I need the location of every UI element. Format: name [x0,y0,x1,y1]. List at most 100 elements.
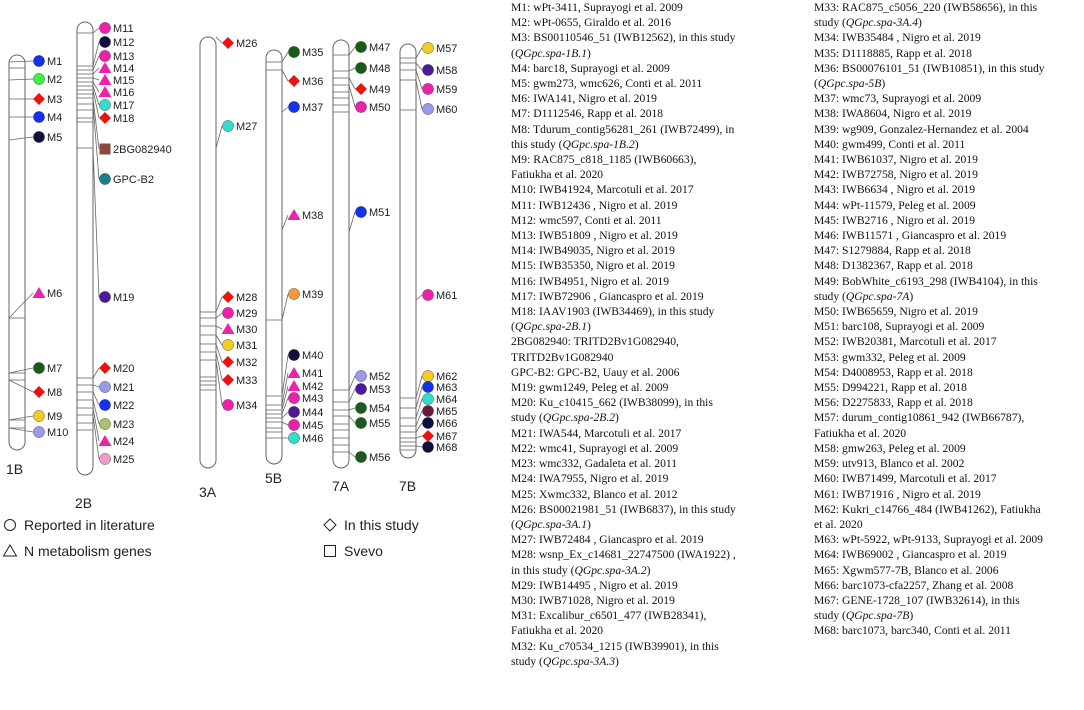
reference-line: M20: Ku_c10415_662 (IWB38099), in this [511,396,713,410]
diamond-legend-icon [323,518,337,532]
chromosome-2B: M11M12M13M14M15M16M17M182BG082940GPC-B2M… [75,21,172,511]
reference-line: M18: IAAV1903 (IWB34469), in this study [511,305,715,319]
circle-marker-m66 [422,417,434,429]
reference-line: M49: BobWhite_c6193_298 (IWB4104), in th… [814,274,1038,288]
circle-marker-m50 [355,101,367,113]
diamond-marker-m36 [288,75,300,87]
reference-line: M51: barc108, Suprayogi et al. 2009 [814,320,985,334]
circle-marker-m64 [422,393,434,405]
marker-label: M3 [47,94,62,106]
marker-connector [281,293,289,321]
marker-connector [281,51,289,63]
marker-connector [92,41,100,67]
marker-label: M43 [302,393,323,405]
marker-label: M16 [113,87,134,99]
reference-line: (QGpc.spa-5B) [814,77,886,91]
circle-marker-m7 [33,362,45,374]
circle-marker-m31 [222,339,234,351]
marker-connector [92,81,100,93]
reference-list-right: M33: RAC875_c5056_220 (IWB58656), in thi… [814,0,1082,639]
chromosome-bar [265,49,283,465]
circle-marker-m10 [33,426,45,438]
marker-label: M11 [113,23,134,35]
triangle-marker-m42 [287,380,301,391]
circle-marker-m65 [422,405,434,417]
marker-connector [348,375,356,391]
reference-line: M36: BS00076101_51 (IWB10851), in this s… [814,61,1045,75]
reference-line: M17: IWB72906 , Giancaspro et al. 2019 [511,289,704,303]
triangle-marker-m38 [287,209,301,220]
reference-line: M41: IWB61037, Nigro et al. 2019 [814,153,978,167]
marker-connector [92,147,100,298]
reference-line: this study (QGpc.spa-1B.2) [511,137,639,151]
marker-connector [215,334,223,346]
marker-connector [92,367,100,379]
reference-line: M50: IWB65659, Nigro et al. 2019 [814,305,978,319]
diamond-marker-m18 [99,112,111,124]
marker-connector [92,55,100,71]
circle-marker-m45 [288,419,300,431]
reference-line: M1: wPt-3411, Suprayogi et al. 2009 [511,1,683,14]
triangle-legend-icon [2,544,18,557]
reference-line: M28: wsnp_Ex_c14681_22747500 (IWA1922) , [511,548,736,562]
marker-label: M38 [302,210,323,222]
circle-marker-m4 [33,111,45,123]
diamond-marker-m26 [222,37,234,49]
reference-line: M57: durum_contig10861_942 (IWB66787), [814,411,1025,425]
reference-line: M7: D1112546, Rapp et al. 2018 [511,107,664,121]
reference-line: M66: barc1073-cfa2257, Zhang et al. 2008 [814,578,1014,592]
reference-line: M12: wmc597, Conti et al. 2011 [511,213,662,227]
reference-line: M56: D2275833, Rapp et al. 2018 [814,396,973,410]
marker-connector [415,79,423,110]
reference-line: M21: IWA544, Marcotuli et al. 2017 [511,426,682,440]
marker-connector [415,422,423,433]
circle-marker-m58 [422,64,434,76]
reference-line: 2BG082940: TRITD2Bv1G082940, [511,335,679,349]
marker-connector [92,399,100,425]
diamond-marker-m3 [33,93,45,105]
reference-line: M58: gmw263, Peleg et al. 2009 [814,441,966,455]
circle-marker-gpc-b2 [99,173,111,185]
marker-connector [415,398,423,419]
marker-label: M24 [113,436,134,448]
reference-line: M24: IWA7955, Nigro et al. 2019 [511,472,669,486]
reference-line: M27: IWB72484 , Giancaspro et al. 2019 [511,533,704,547]
triangle-marker-m14 [98,62,112,73]
marker-label: 2BG082940 [113,144,172,156]
marker-label: M22 [113,400,134,412]
marker-connector [415,375,423,399]
circle-marker-m59 [422,83,434,95]
marker-connector [8,427,34,433]
circle-marker-m44 [288,406,300,418]
circle-marker-m55 [355,417,367,429]
circle-marker-m1 [33,55,45,67]
marker-label: M21 [113,382,134,394]
reference-line: M31: Excalibur_c6501_477 (IWB28341), [511,609,707,623]
marker-label: M36 [302,76,323,88]
reference-line: M23: wmc332, Gadaleta et al. 2011 [511,457,678,471]
marker-label: M4 [47,112,62,124]
marker-connector [281,106,289,113]
diamond-marker-m28 [222,291,234,303]
reference-line: (QGpc.spa-2B.1) [511,320,591,334]
reference-line: M26: BS00021981_51 (IWB6837), in this st… [511,502,736,516]
reference-line: (QGpc.spa-3A.1) [511,517,591,531]
reference-line: M68: barc1073, barc340, Conti et al. 201… [814,624,1011,638]
marker-label: M7 [47,363,62,375]
marker-label: M61 [436,290,457,302]
reference-line: TRITD2Bv1G082940 [511,350,614,364]
marker-label: M19 [113,292,134,304]
reference-line: M32: Ku_c70534_1215 (IWB39901), in this [511,639,719,653]
circle-marker-m37 [288,101,300,113]
marker-connector [281,385,289,411]
circle-marker-m47 [355,41,367,53]
marker-connector [215,351,223,381]
circle-marker-m39 [288,288,300,300]
chromosome-bar [8,54,26,451]
circle-marker-m23 [99,418,111,430]
marker-connector [92,103,100,180]
marker-connector [415,62,423,71]
